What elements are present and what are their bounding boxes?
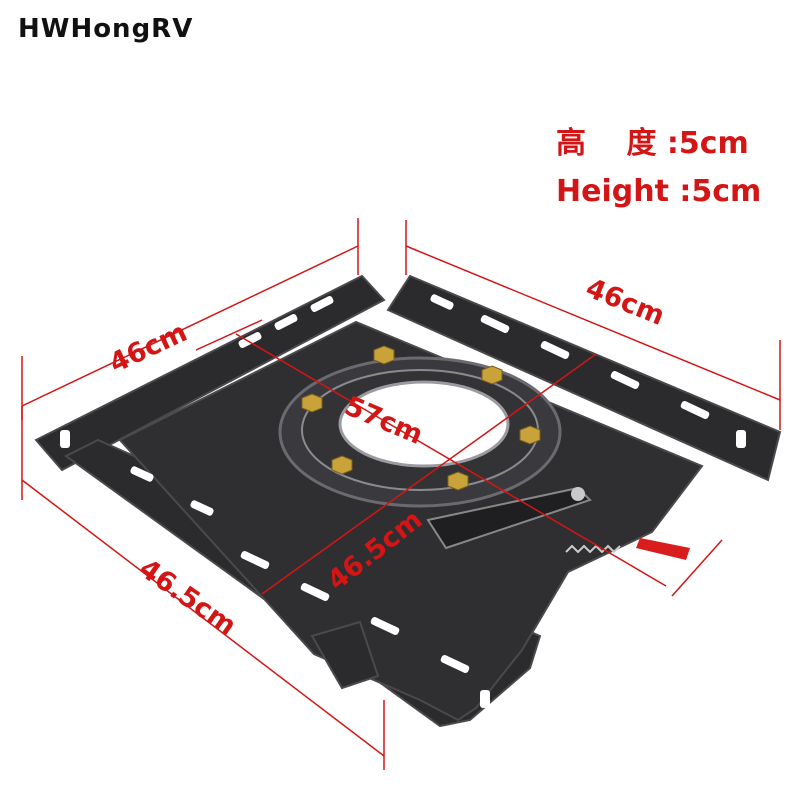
dimension-lines xyxy=(21,218,781,770)
center-hole xyxy=(338,380,510,468)
rail-slots xyxy=(60,294,746,708)
bottom-tab xyxy=(310,620,380,690)
release-lever-arm xyxy=(426,486,592,550)
left-rail xyxy=(34,274,386,472)
spring xyxy=(565,544,621,554)
lever-pivot xyxy=(571,487,585,501)
bolt xyxy=(447,471,469,491)
brand-logo-text: HWHongRV xyxy=(18,14,194,44)
height-spec-chinese: 高 度 :5cm xyxy=(556,126,749,161)
right-rail xyxy=(386,274,782,482)
mounting-bolts xyxy=(301,345,541,491)
bolt xyxy=(481,365,503,385)
bolt xyxy=(519,425,541,445)
release-handle xyxy=(636,538,690,560)
bolt xyxy=(331,455,353,475)
seat-swivel-base xyxy=(34,274,782,728)
bolt xyxy=(373,345,395,365)
height-spec-english: Height :5cm xyxy=(556,174,762,209)
bolt xyxy=(301,393,323,413)
